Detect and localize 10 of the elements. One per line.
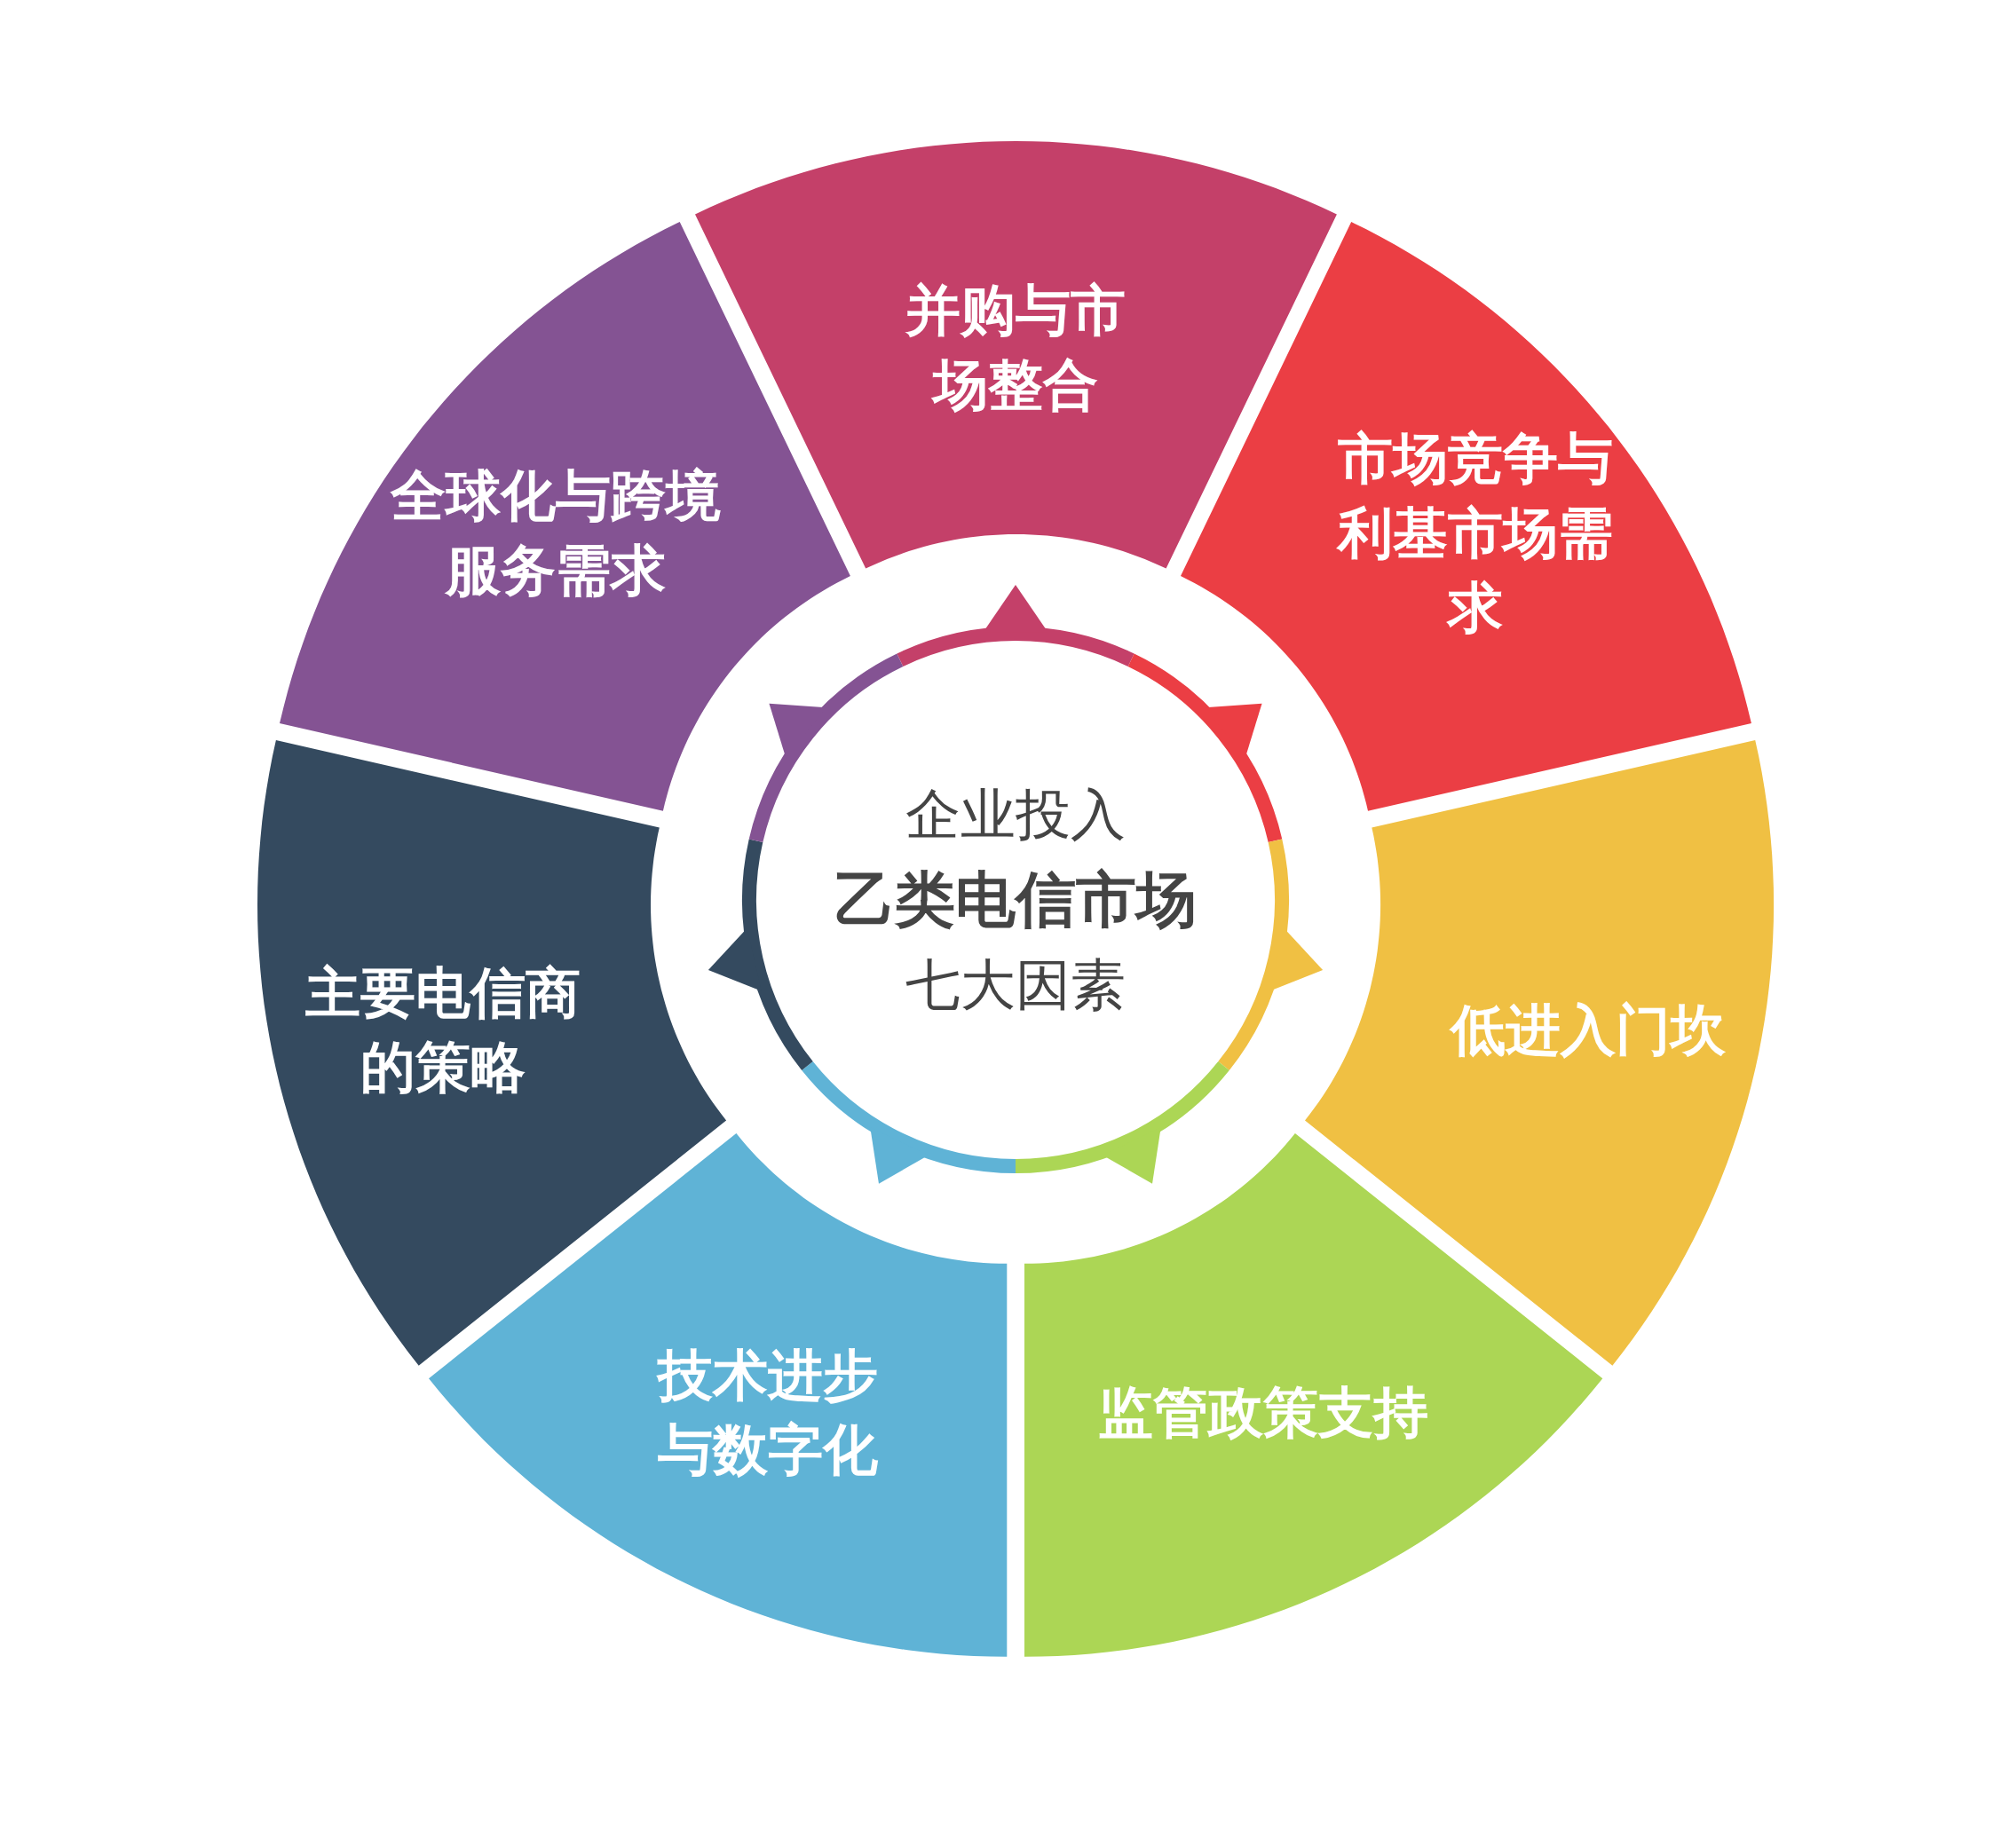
segment-label: 全球化与跨境服务需求 <box>389 462 723 605</box>
segment-label: 市场竞争与利基市场需求 <box>1335 425 1614 643</box>
center-text: 乙类电信市场 <box>834 864 1197 936</box>
segment-label: 技术进步与数字化 <box>655 1342 880 1485</box>
segment-label: 主要电信商的策略 <box>304 959 581 1102</box>
segment-label: 低进入门坎 <box>1448 997 1727 1065</box>
center-text: 企业投入 <box>905 781 1126 848</box>
center-text: 七大因素 <box>905 951 1126 1019</box>
segment-label: 监管政策支持 <box>1096 1379 1429 1447</box>
segment-label: 并购与市场整合 <box>905 277 1127 419</box>
